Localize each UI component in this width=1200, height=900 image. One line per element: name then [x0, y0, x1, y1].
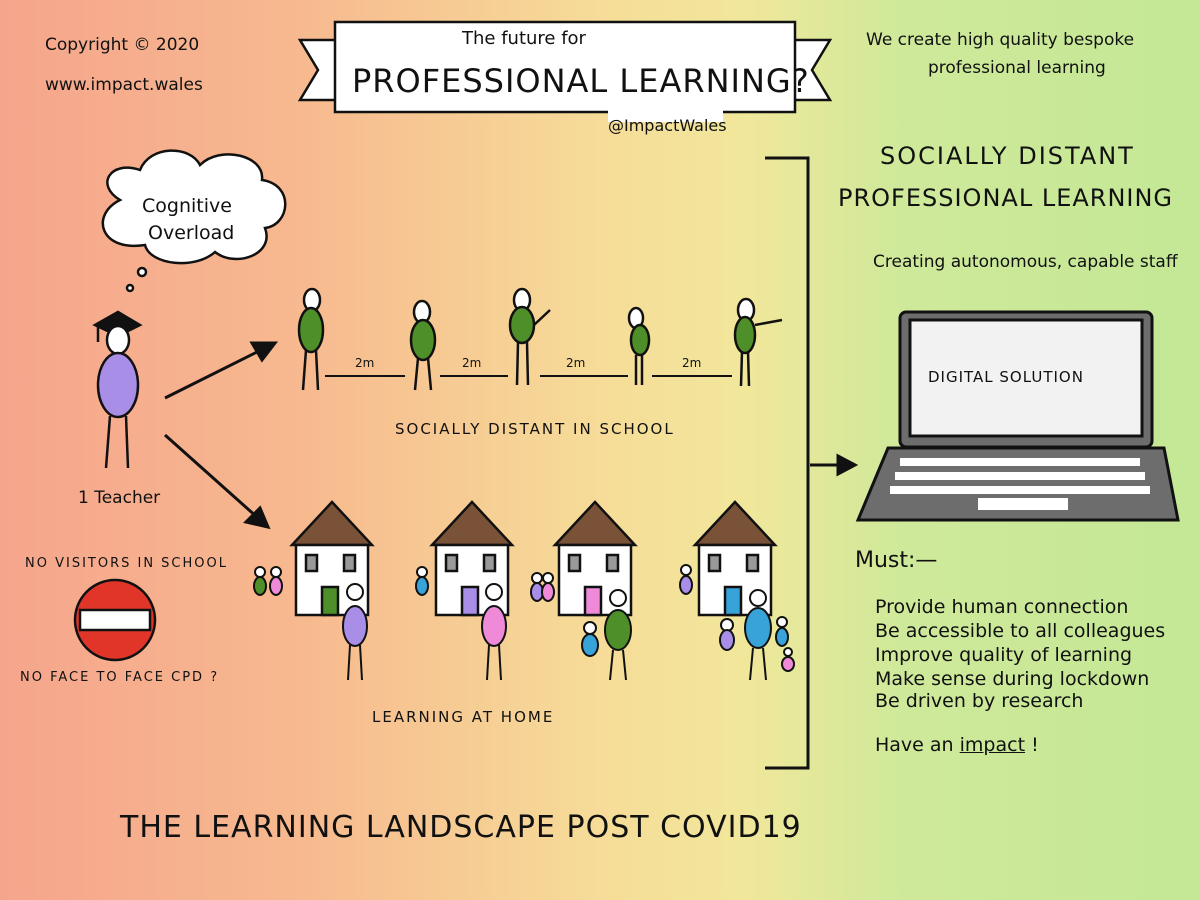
teacher-label: 1 Teacher [78, 488, 161, 508]
closing-prefix: Have an [875, 734, 954, 756]
right-subtitle: Creating autonomous, capable staff [873, 252, 1178, 272]
house-icon [692, 500, 778, 617]
arrows [164, 341, 859, 530]
distance-label: 2m [462, 356, 482, 370]
teacher-figure [92, 310, 143, 469]
website-link[interactable]: www.impact.wales [45, 75, 203, 95]
distance-label: 2m [682, 356, 702, 370]
no-entry-sign-icon [73, 578, 157, 662]
must-item: Provide human connection [875, 596, 1129, 618]
house-icon [289, 500, 375, 617]
closing-line: Have an impact ! [875, 734, 1039, 756]
must-label: Must:— [855, 548, 938, 573]
bracket [765, 156, 810, 770]
laptop-icon [855, 310, 1180, 522]
twitter-handle: @ImpactWales [608, 116, 727, 135]
bottom-title: THE LEARNING LANDSCAPE POST COVID19 [120, 810, 802, 845]
distance-label: 2m [355, 356, 375, 370]
right-title-line1: SOCIALLY DISTANT [880, 142, 1135, 170]
distance-label: 2m [566, 356, 586, 370]
thought-line2: Overload [148, 222, 235, 244]
closing-emphasis: impact [959, 734, 1026, 756]
must-item: Make sense during lockdown [875, 668, 1150, 690]
screen-text: DIGITAL SOLUTION [928, 368, 1084, 386]
school-label: SOCIALLY DISTANT IN SCHOOL [395, 420, 675, 438]
tagline-line1: We create high quality bespoke [866, 30, 1135, 50]
banner-subtitle: The future for [462, 28, 586, 49]
home-label: LEARNING AT HOME [372, 708, 555, 726]
must-item: Improve quality of learning [875, 644, 1133, 666]
thought-line1: Cognitive [142, 195, 232, 217]
right-title-line2: PROFESSIONAL LEARNING [838, 184, 1174, 212]
house-icon [429, 500, 515, 617]
closing-suffix: ! [1031, 734, 1039, 756]
copyright-text: Copyright © 2020 [45, 35, 200, 55]
no-visitors-label: NO VISITORS IN SCHOOL [25, 556, 228, 571]
tagline-line2: professional learning [928, 58, 1106, 78]
no-cpd-label: NO FACE TO FACE CPD ? [20, 670, 220, 685]
must-item: Be driven by research [875, 690, 1084, 712]
banner-title: PROFESSIONAL LEARNING? [352, 62, 810, 100]
thought-cloud-icon [101, 149, 287, 293]
must-item: Be accessible to all colleagues [875, 620, 1166, 642]
school-figures [297, 287, 783, 391]
title-banner [297, 20, 833, 122]
home-figures [253, 564, 795, 681]
